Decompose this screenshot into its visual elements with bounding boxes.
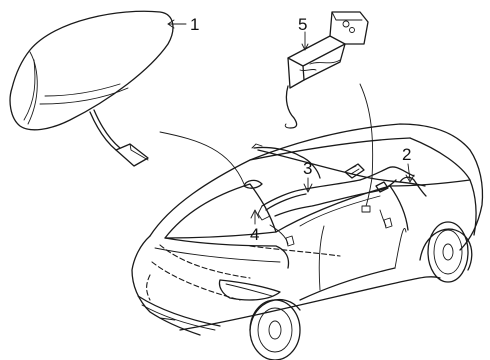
wiring-harness-part — [251, 143, 427, 247]
callout-label-5: 5 — [298, 15, 307, 34]
module-bracket-part — [284, 11, 369, 129]
vehicle-outline — [131, 123, 484, 360]
callout-5: 5 — [298, 15, 307, 34]
callout-4: 4 — [250, 209, 259, 244]
leader-lines — [159, 83, 374, 185]
callout-label-1: 1 — [190, 15, 199, 34]
callout-label-2: 2 — [402, 145, 411, 164]
antenna-cover-part — [9, 10, 174, 167]
callout-3: 3 — [303, 159, 312, 193]
callout-label-3: 3 — [303, 159, 312, 178]
callout-2: 2 — [402, 145, 415, 183]
callout-1: 1 — [167, 15, 199, 34]
callout-label-4: 4 — [250, 225, 259, 244]
